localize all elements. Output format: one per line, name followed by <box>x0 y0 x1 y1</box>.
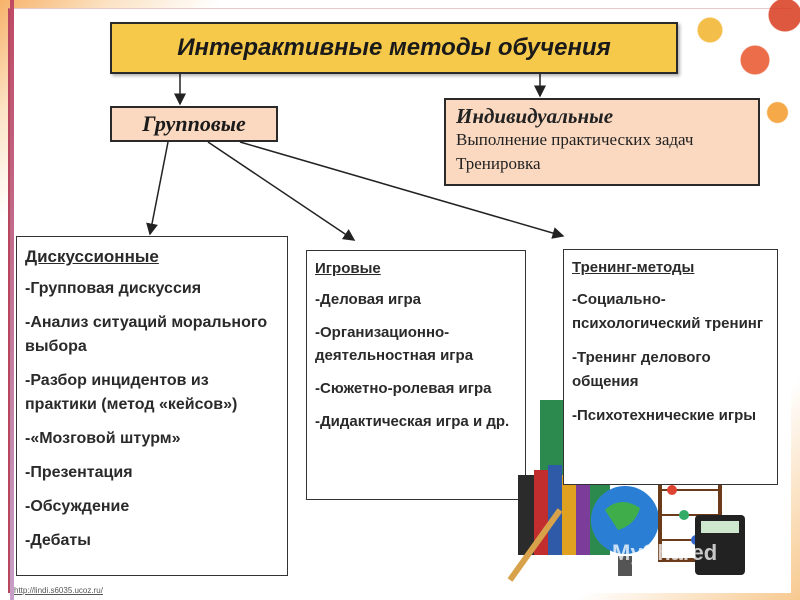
game-methods-box: Игровые -Деловая игра -Организационно-де… <box>306 250 526 500</box>
arrow-group-to-games <box>207 141 356 241</box>
watermark: MyShared <box>612 540 718 565</box>
training-item: -Социально-психологический тренинг <box>572 291 764 332</box>
discussion-item: -Анализ ситуаций морального выбора <box>25 314 268 355</box>
discussion-item: -Групповая дискуссия <box>25 280 202 297</box>
training-heading: Тренинг-методы <box>572 259 695 276</box>
discussion-item: -Обсуждение <box>25 498 130 515</box>
individual-item: Тренировка <box>456 154 541 173</box>
calculator-icon <box>695 515 745 575</box>
group-methods-box: Групповые <box>110 106 278 142</box>
individual-item: Выполнение практических задач <box>456 130 694 149</box>
games-item: -Деловая игра <box>315 291 421 308</box>
discussion-item: -«Мозговой штурм» <box>25 430 181 447</box>
games-heading: Игровые <box>315 260 381 277</box>
left-accent-bar <box>10 0 14 600</box>
globe-icon <box>591 486 659 576</box>
diagram-title: Интерактивные методы обучения <box>177 34 611 61</box>
discussion-methods-box: Дискуссионные -Групповая дискуссия -Анал… <box>16 236 288 576</box>
games-item: -Дидактическая игра и др. <box>315 413 510 430</box>
title-box: Интерактивные методы обучения <box>110 22 678 74</box>
arrow-group-to-discussion <box>146 141 169 236</box>
discussion-item: -Разбор инцидентов из практики (метод «к… <box>25 372 238 413</box>
group-methods-label: Групповые <box>142 111 246 136</box>
individual-heading: Индивидуальные <box>456 104 614 128</box>
training-item: -Психотехнические игры <box>572 407 757 424</box>
paintbrush-icon <box>507 508 563 582</box>
training-item: -Тренинг делового общения <box>572 349 711 390</box>
individual-methods-box: Индивидуальные Выполнение практических з… <box>444 98 760 186</box>
arrow-group-to-training <box>239 141 565 239</box>
discussion-heading: Дискуссионные <box>25 247 159 266</box>
games-item: -Организационно-деятельностная игра <box>315 324 474 364</box>
training-methods-box: Тренинг-методы -Социально-психологически… <box>563 249 778 485</box>
source-link[interactable]: http://lindi.s6035.ucoz.ru/ <box>14 586 103 595</box>
games-item: -Сюжетно-ролевая игра <box>315 380 492 397</box>
discussion-item: -Дебаты <box>25 532 91 549</box>
discussion-item: -Презентация <box>25 464 133 481</box>
